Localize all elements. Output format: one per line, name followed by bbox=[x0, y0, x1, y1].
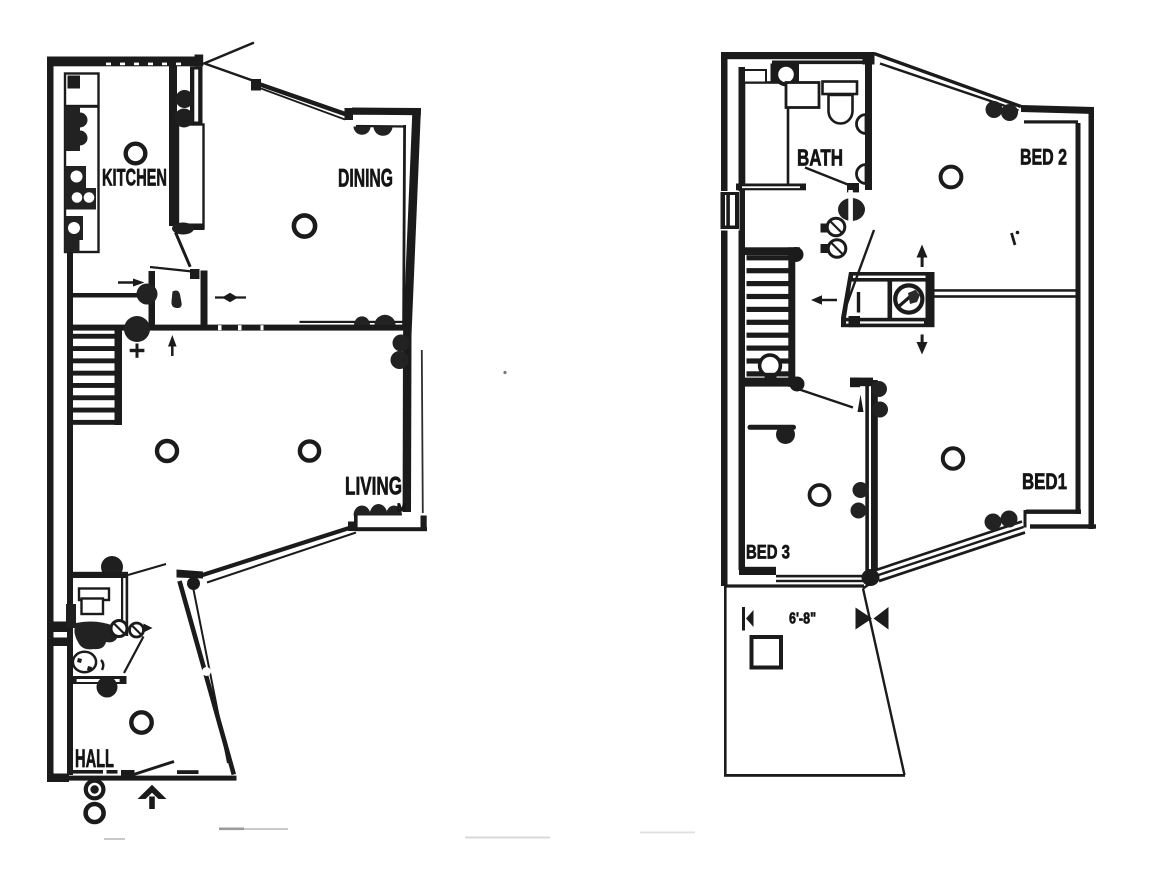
svg-text:HALL: HALL bbox=[75, 745, 114, 773]
svg-text:M: M bbox=[397, 502, 406, 514]
svg-text:DINING: DINING bbox=[338, 165, 393, 193]
svg-text:6'-8": 6'-8" bbox=[789, 611, 816, 628]
svg-text:BATH: BATH bbox=[797, 145, 843, 171]
svg-text:LIVING: LIVING bbox=[345, 473, 402, 501]
svg-text:BED 2: BED 2 bbox=[1020, 145, 1067, 170]
svg-text:BED1: BED1 bbox=[1022, 469, 1067, 494]
svg-text:KITCHEN: KITCHEN bbox=[102, 165, 167, 192]
svg-text:BED 3: BED 3 bbox=[746, 543, 790, 564]
